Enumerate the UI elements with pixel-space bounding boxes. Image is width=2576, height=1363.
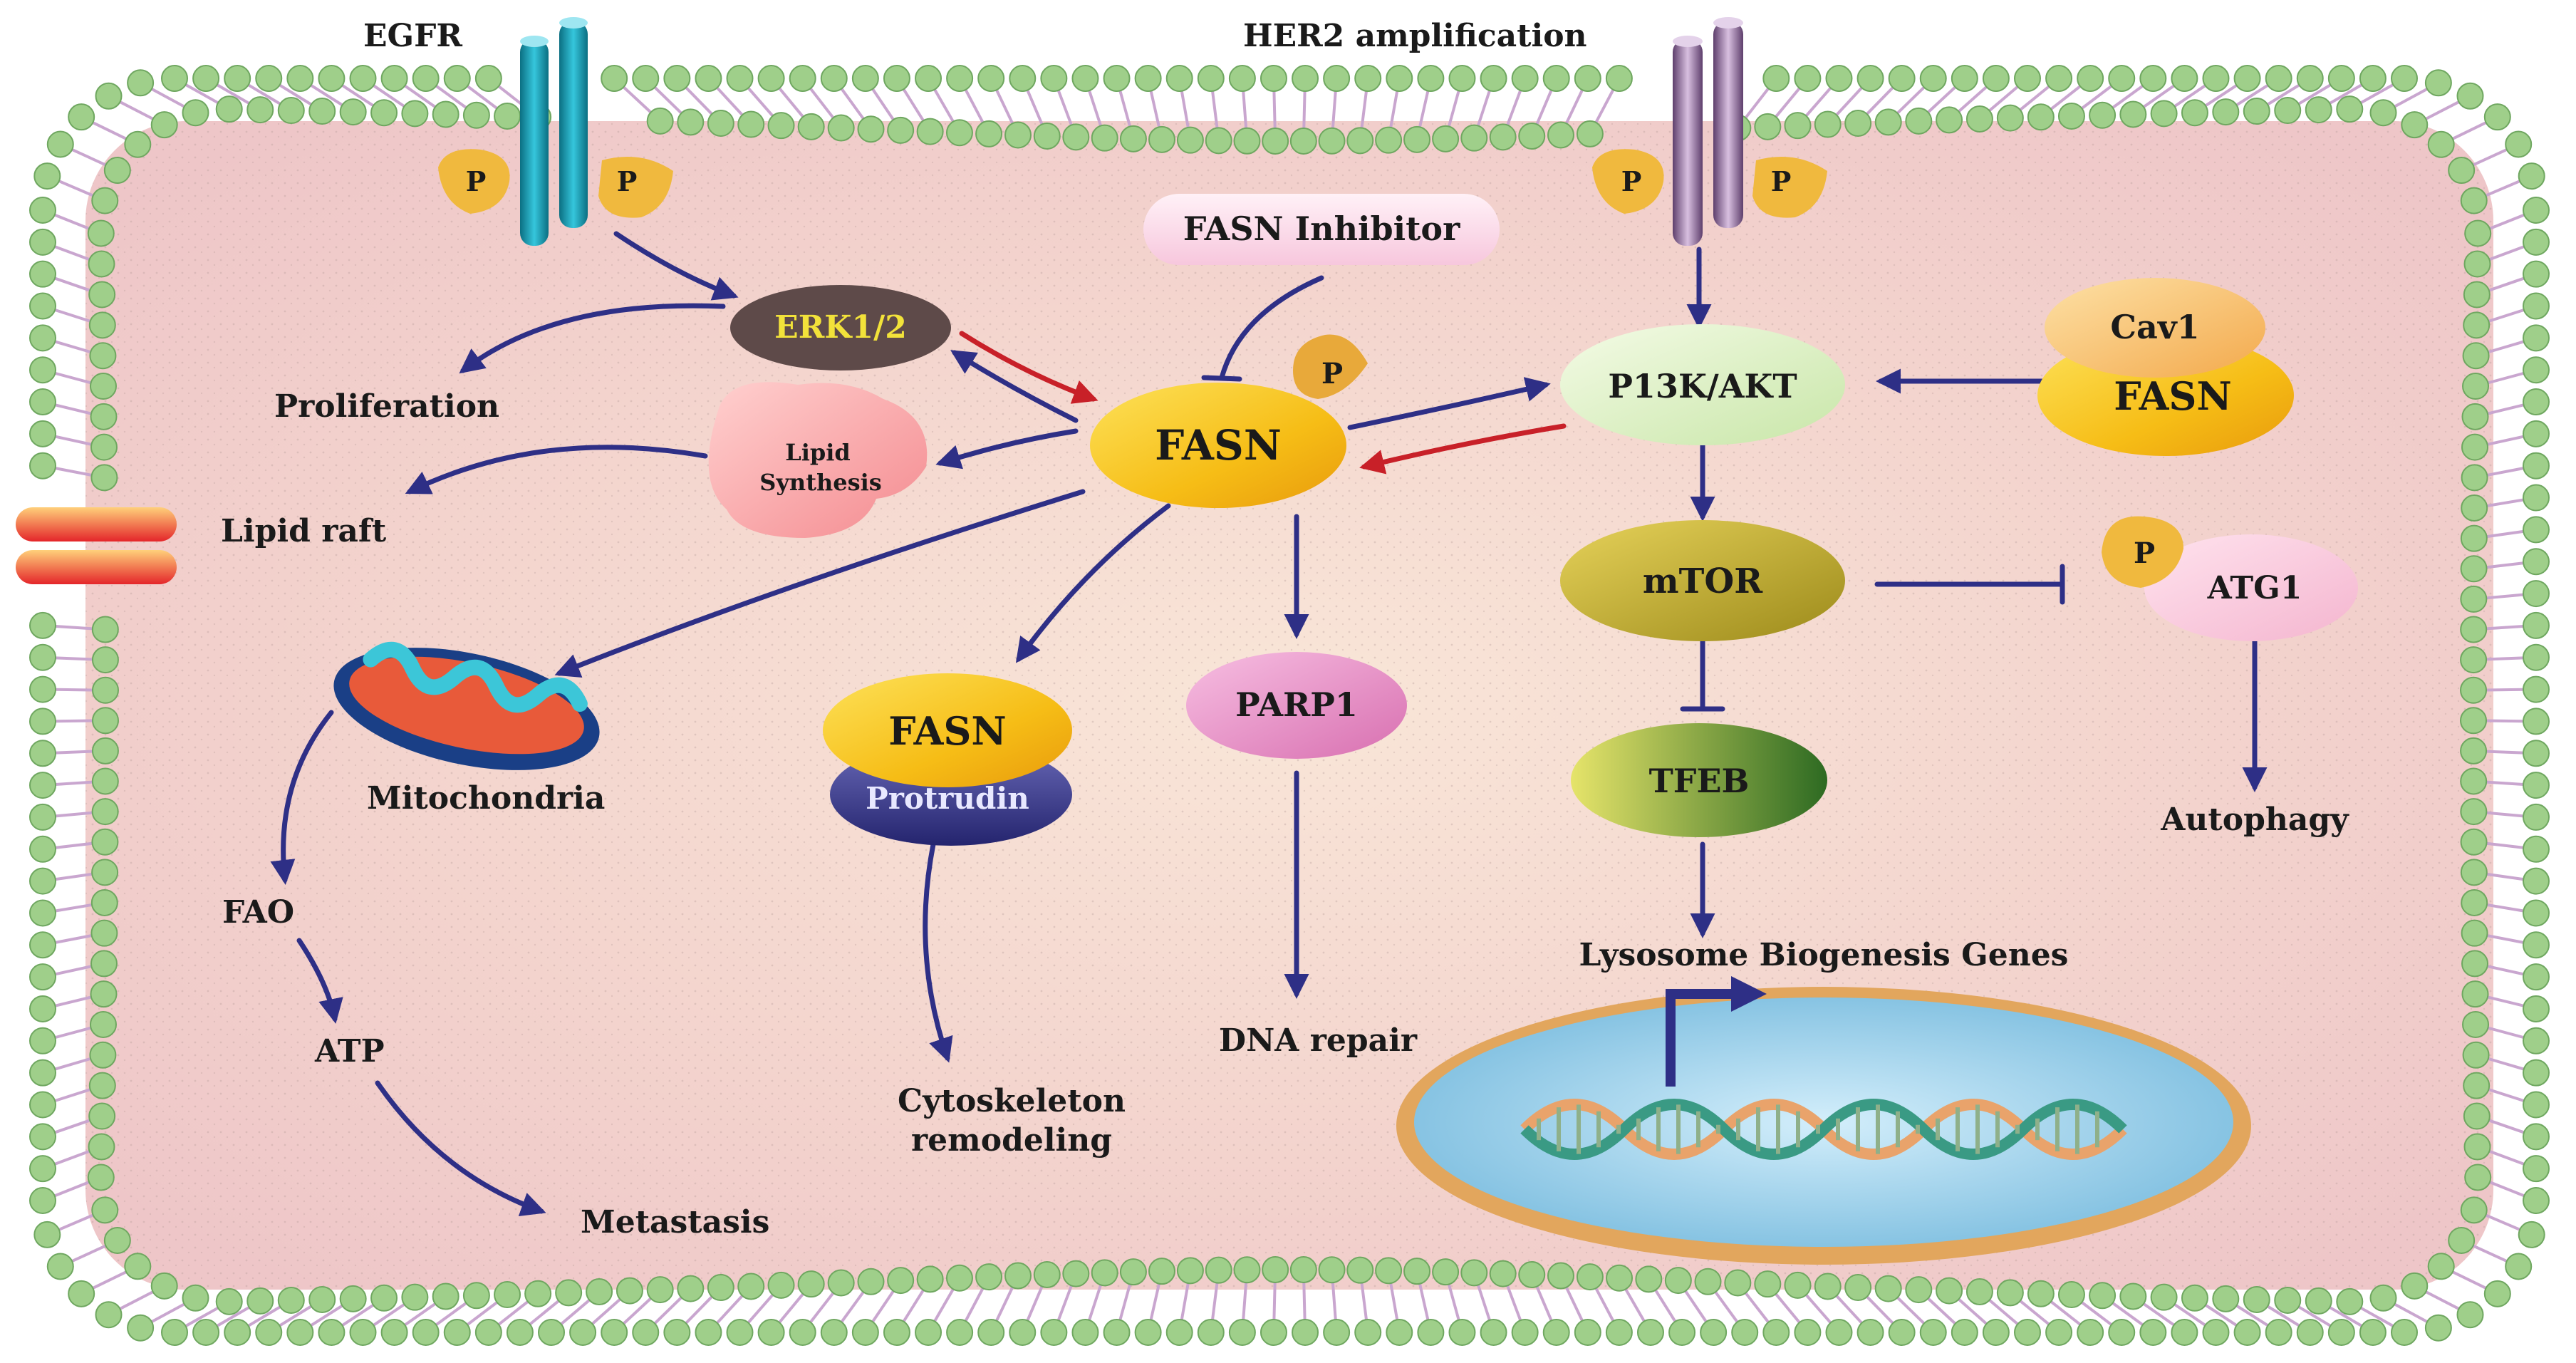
arrow-egfr-erk <box>613 231 739 301</box>
her2-phospho-right: P <box>1752 157 1827 218</box>
egfr-receptor <box>520 17 588 246</box>
arrow-fasn-lipid <box>935 428 1079 470</box>
mtor-label: mTOR <box>1643 561 1763 601</box>
arrow-fasn-protrudin <box>1015 503 1171 663</box>
arrows <box>270 231 2268 1217</box>
phospho-label: P <box>1621 165 1642 197</box>
label-lysosome-genes: Lysosome Biogenesis Genes <box>1579 937 2069 973</box>
inhibit-bar <box>1201 375 1242 382</box>
arrow-fasn-erk <box>950 350 1079 423</box>
arrow-fao-atp <box>296 938 343 1024</box>
fasn-protrudin-fasn-label: FASN <box>888 708 1006 754</box>
her2-label: HER2 amplification <box>1243 18 1587 54</box>
label-atp: ATP <box>314 1033 385 1069</box>
arrow-lipid-raft <box>405 445 708 494</box>
node-fasn-protrudin: FASN Protrudin <box>823 673 1072 846</box>
arrow-erk-fasn-red <box>959 331 1099 404</box>
label-autophagy: Autophagy <box>2160 802 2349 838</box>
node-fasn-inhibitor: FASN Inhibitor <box>1143 194 1500 265</box>
label-mitochondria: Mitochondria <box>367 780 605 817</box>
phospho-label: P <box>466 165 487 197</box>
mitochondria-icon <box>333 641 600 770</box>
atg1-label: ATG1 <box>2207 570 2302 606</box>
transcription-start-icon <box>1666 989 1738 1087</box>
dna-strand-b <box>1520 1099 2127 1160</box>
arrow-erk-proliferation <box>459 303 726 374</box>
label-lipid-raft: Lipid raft <box>221 513 387 549</box>
phospho-label: P <box>1771 165 1792 197</box>
label-fao: FAO <box>222 894 294 931</box>
node-mtor: mTOR <box>1560 520 1845 641</box>
pi3k-label: P13K/AKT <box>1608 367 1797 405</box>
arrow-protrudin-cyto <box>923 841 953 1063</box>
node-tfeb: TFEB <box>1571 723 1827 837</box>
arrow-pi3k-fasn-red <box>1359 423 1567 475</box>
lipid-raft-channel <box>16 507 177 584</box>
phospho-label: P <box>617 165 638 197</box>
nucleus <box>1396 976 2251 1265</box>
cav-fasn-label: FASN <box>2114 373 2231 419</box>
egfr-phospho-right: P <box>598 157 673 218</box>
egfr-phospho-left: P <box>438 149 510 214</box>
arrow-fasn-pi3k <box>1347 377 1551 430</box>
parp1-label: PARP1 <box>1235 685 1358 724</box>
node-erk: ERK1/2 <box>730 285 951 370</box>
node-parp1: PARP1 <box>1186 652 1407 759</box>
label-cytoskeleton-1: Cytoskeleton <box>898 1083 1126 1119</box>
phospho-label: P <box>1321 357 1343 390</box>
node-fasn-center: P FASN <box>1090 334 1368 508</box>
fasn-center-label: FASN <box>1155 421 1282 470</box>
node-pi3k: P13K/AKT <box>1560 324 1845 445</box>
inhibitions <box>1201 275 2065 712</box>
lipid-synthesis-label-1: Lipid <box>785 439 851 466</box>
label-cytoskeleton-2: remodeling <box>911 1122 1112 1159</box>
node-atg1: P ATG1 <box>2102 516 2358 641</box>
label-proliferation: Proliferation <box>274 388 499 425</box>
egfr-label: EGFR <box>363 18 462 54</box>
protrudin-label: Protrudin <box>866 781 1029 816</box>
lipid-synthesis-label-2: Synthesis <box>759 469 882 496</box>
cav1-label: Cav1 <box>2110 308 2199 346</box>
cell-membrane <box>29 65 2550 1346</box>
node-cav1-fasn: Cav1 FASN <box>2037 278 2294 456</box>
her2-receptor <box>1673 17 1743 246</box>
node-lipid-synthesis: Lipid Synthesis <box>708 382 928 538</box>
arrow-atp-metastasis <box>375 1080 546 1217</box>
fasn-inhibitor-label: FASN Inhibitor <box>1183 209 1460 248</box>
inhibit-inhibitor-fasn <box>1219 275 1324 380</box>
red-arrows <box>959 331 1567 475</box>
label-dna-repair: DNA repair <box>1219 1022 1418 1059</box>
her2-phospho-left: P <box>1592 149 1664 214</box>
erk-label: ERK1/2 <box>774 309 907 346</box>
arrow-fasn-mito <box>554 489 1086 678</box>
label-metastasis: Metastasis <box>581 1204 769 1240</box>
arrow-mito-fao <box>270 710 334 885</box>
tfeb-label: TFEB <box>1649 762 1750 800</box>
phospho-label: P <box>2134 537 2155 570</box>
